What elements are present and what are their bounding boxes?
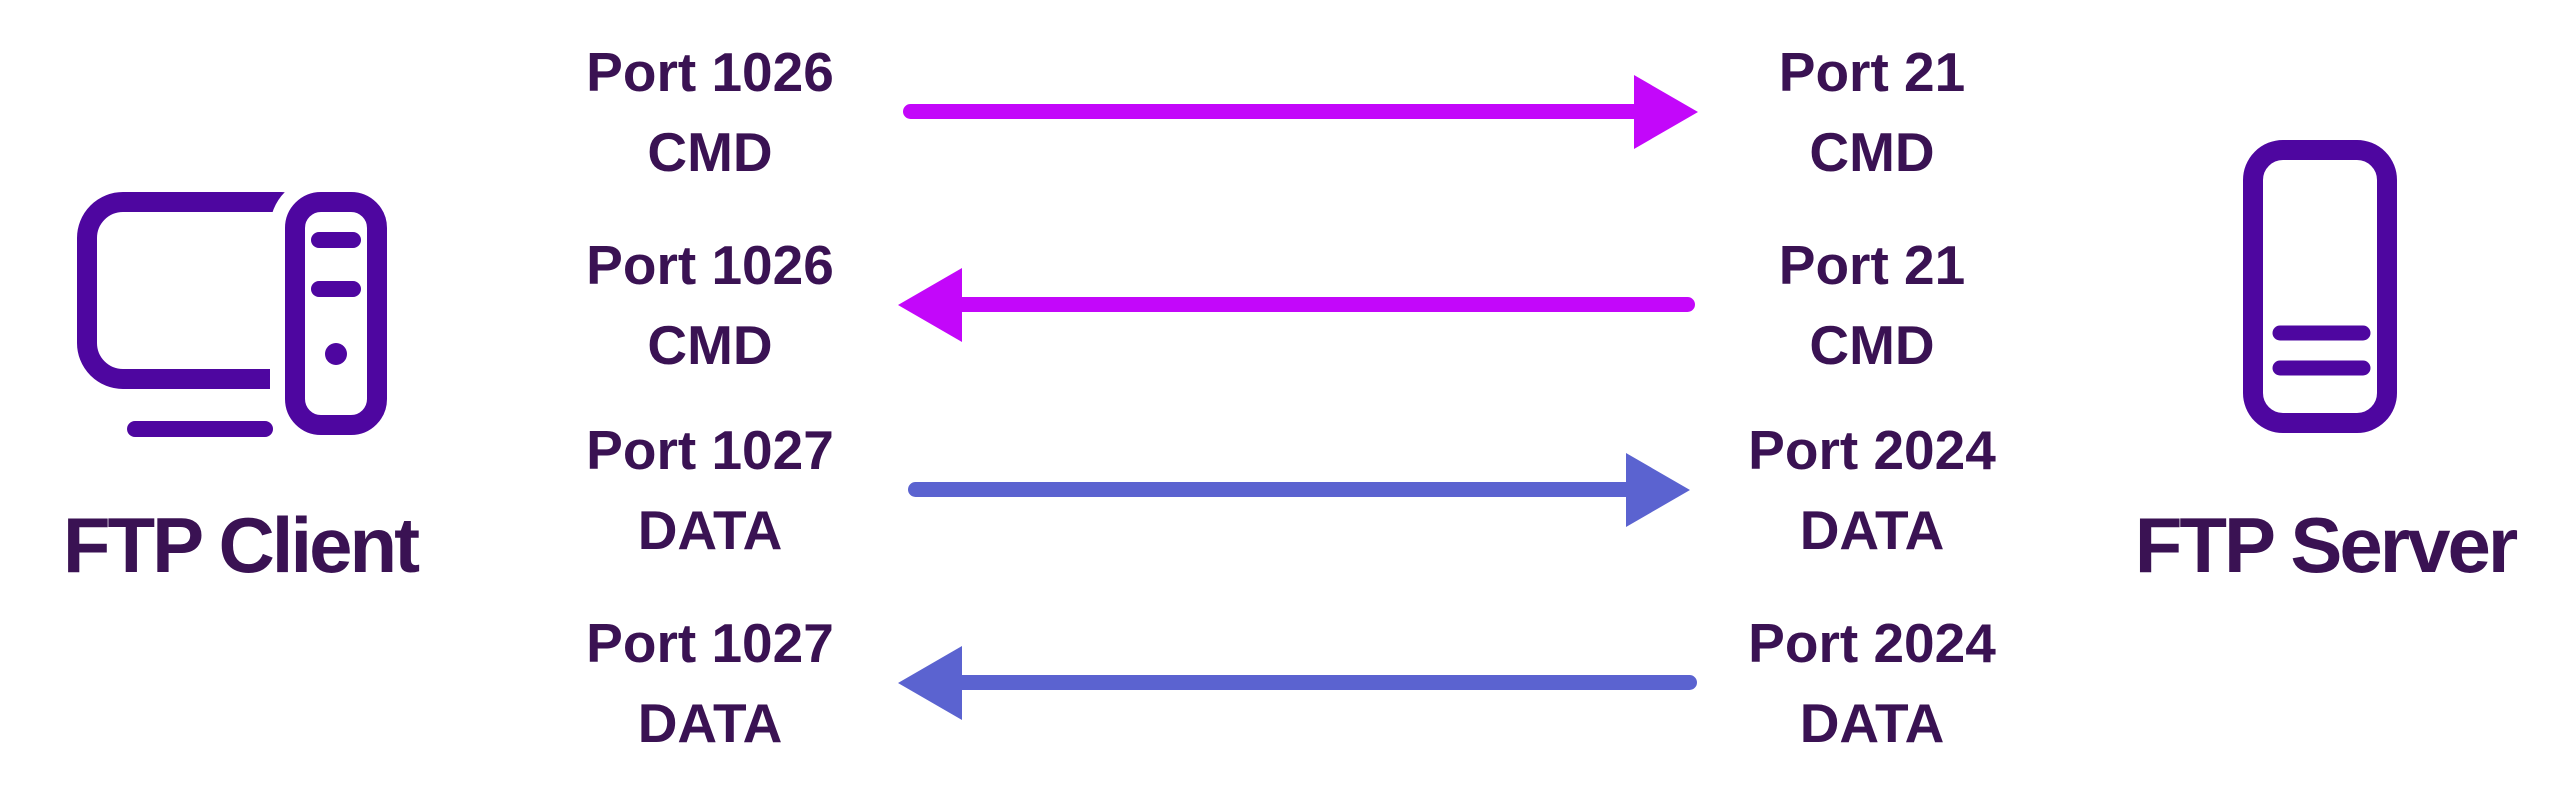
port-number: Port 21 [1778,234,1966,296]
port-number: Port 1026 [586,234,834,296]
client-port-label: Port 1026 CMD [565,32,855,192]
channel-label: CMD [1809,121,1935,183]
arrow-shaft [908,482,1634,497]
client-port-label: Port 1026 CMD [565,225,855,385]
channel-label: CMD [1809,314,1935,376]
channel-label: DATA [637,499,783,561]
arrow-head-right-icon [1626,453,1690,527]
server-port-label: Port 2024 DATA [1727,603,2017,763]
cmd-request-arrow [903,74,1698,150]
desktop-computer-icon [60,182,400,442]
channel-label: CMD [647,314,773,376]
client-port-label: Port 1027 DATA [565,603,855,763]
arrow-shaft [954,675,1697,690]
server-port-label: Port 2024 DATA [1727,410,2017,570]
ftp-server-label: FTP Server [2134,501,2518,589]
server-tower-icon [2233,130,2407,443]
server-port-label: Port 21 CMD [1727,225,2017,385]
cmd-response-arrow [898,267,1695,343]
data-send-arrow [908,452,1690,528]
arrow-head-left-icon [898,268,962,342]
port-number: Port 1026 [586,41,834,103]
channel-label: DATA [1799,499,1945,561]
data-response-arrow [898,645,1697,721]
port-number: Port 1027 [586,419,834,481]
port-number: Port 2024 [1748,419,1996,481]
port-number: Port 21 [1778,41,1966,103]
arrow-head-left-icon [898,646,962,720]
channel-label: DATA [637,692,783,754]
arrow-shaft [954,297,1695,312]
port-number: Port 2024 [1748,612,1996,674]
channel-label: CMD [647,121,773,183]
ftp-client-label: FTP Client [62,501,420,589]
arrow-shaft [903,104,1642,119]
channel-label: DATA [1799,692,1945,754]
port-number: Port 1027 [586,612,834,674]
client-port-label: Port 1027 DATA [565,410,855,570]
arrow-head-right-icon [1634,75,1698,149]
server-port-label: Port 21 CMD [1727,32,2017,192]
